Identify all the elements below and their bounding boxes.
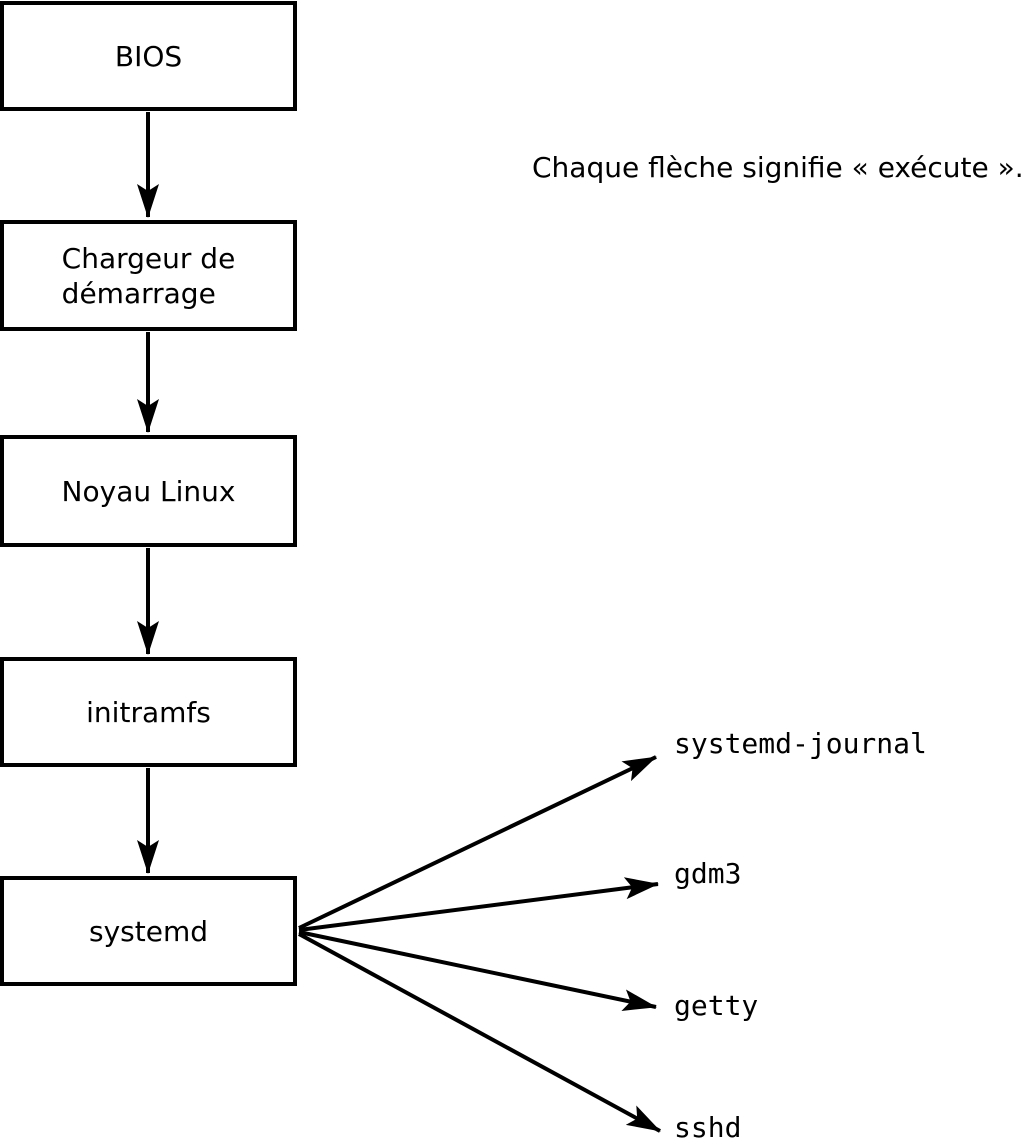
arrow-systemd-to-systemd-journal <box>298 755 657 930</box>
node-linux-kernel-label: Noyau Linux <box>61 474 236 508</box>
process-label-systemd-journal: systemd-journal <box>674 727 927 760</box>
node-bios-label: BIOS <box>114 39 183 73</box>
node-initramfs-label: initramfs <box>86 695 211 729</box>
arrow-systemd-to-getty <box>298 930 657 1011</box>
node-bootloader-label: Chargeur de démarrage <box>61 241 236 310</box>
process-label-sshd: sshd <box>674 1111 742 1144</box>
process-label-getty: getty <box>674 989 759 1022</box>
legend-annotation: Chaque flèche signifie « exécute ». <box>532 151 1024 184</box>
node-systemd: systemd <box>0 876 297 986</box>
arrow-systemd-to-gdm3 <box>298 877 659 932</box>
node-initramfs: initramfs <box>0 657 297 767</box>
process-label-gdm3: gdm3 <box>674 857 742 890</box>
node-bios: BIOS <box>0 1 297 111</box>
node-systemd-label: systemd <box>89 914 208 948</box>
node-bootloader: Chargeur de démarrage <box>0 220 297 331</box>
node-linux-kernel: Noyau Linux <box>0 435 297 547</box>
arrow-systemd-to-sshd <box>298 932 661 1133</box>
